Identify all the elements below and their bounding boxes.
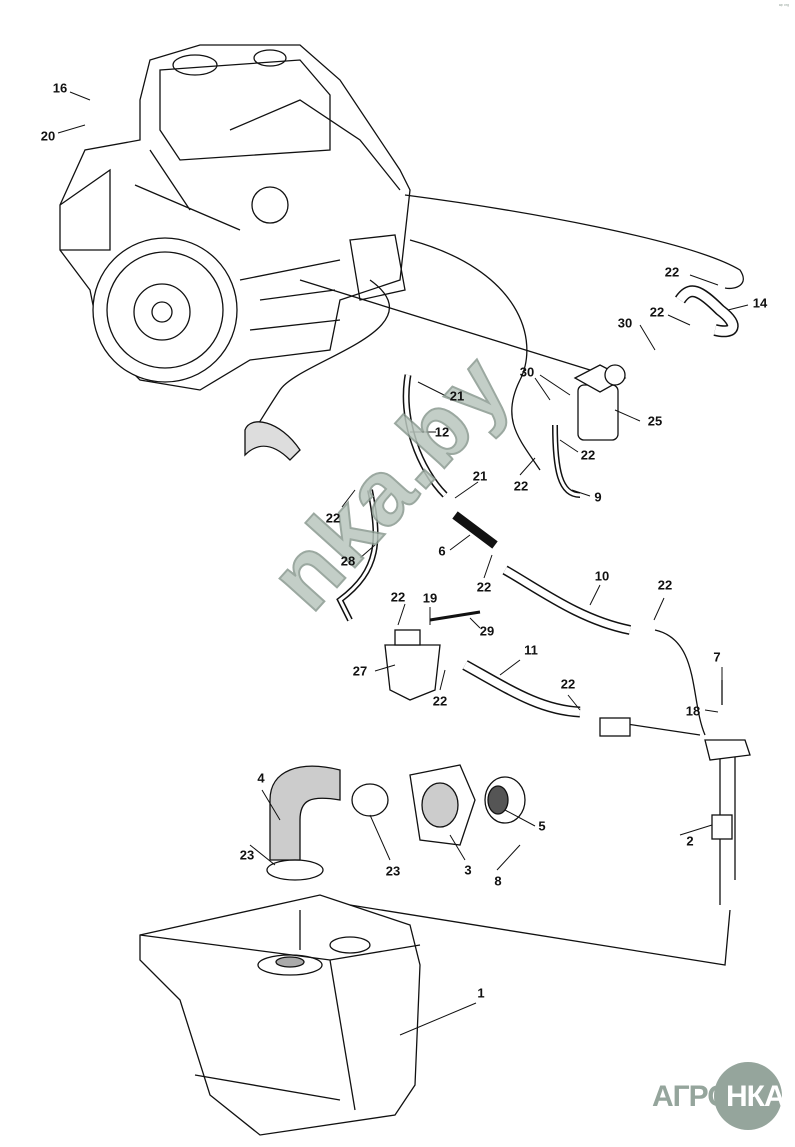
callout-22: 22 xyxy=(513,478,529,494)
callout-28: 28 xyxy=(340,553,356,569)
callout-1: 1 xyxy=(477,985,485,1001)
callout-29: 29 xyxy=(479,623,495,639)
callout-21: 21 xyxy=(472,468,488,484)
engine xyxy=(59,44,411,391)
hose-9 xyxy=(552,424,581,498)
callout-8: 8 xyxy=(494,873,502,889)
callout-6: 6 xyxy=(438,543,446,559)
callout-25: 25 xyxy=(647,413,663,429)
callout-22: 22 xyxy=(649,304,665,320)
callout-4: 4 xyxy=(257,770,265,786)
callout-22: 22 xyxy=(560,676,576,692)
agronka-logo: АГРО НКА xyxy=(652,1062,786,1130)
line xyxy=(654,629,706,736)
corner-mark: ᵃᵖ ᵒʳᵍ xyxy=(778,3,789,9)
callout-21: 21 xyxy=(449,388,465,404)
logo-circle xyxy=(714,1062,782,1130)
callout-12: 12 xyxy=(434,424,450,440)
leader-line xyxy=(409,239,541,471)
leader-line xyxy=(299,279,591,371)
callout-16: 16 xyxy=(52,80,68,96)
callout-2: 2 xyxy=(686,833,694,849)
fuel-filter-25 xyxy=(573,364,627,441)
callout-23: 23 xyxy=(239,847,255,863)
callout-7: 7 xyxy=(713,649,721,665)
callout-22: 22 xyxy=(325,510,341,526)
callout-22: 22 xyxy=(432,693,448,709)
pump-elbow xyxy=(244,421,301,461)
callout-20: 20 xyxy=(40,128,56,144)
leader-line xyxy=(134,149,241,231)
logo-text-right: НКА xyxy=(726,1080,786,1113)
callout-5: 5 xyxy=(538,818,546,834)
callout-11: 11 xyxy=(524,642,538,658)
callout-10: 10 xyxy=(594,568,610,584)
fitting-6 xyxy=(452,511,498,549)
leader-line xyxy=(299,904,731,966)
callout-30: 30 xyxy=(519,364,535,380)
callout-22: 22 xyxy=(476,579,492,595)
return-line xyxy=(404,194,744,290)
callout-22: 22 xyxy=(580,447,596,463)
callout-14: 14 xyxy=(752,295,768,311)
fuel-tank-1 xyxy=(139,894,421,1136)
callout-22: 22 xyxy=(664,264,680,280)
callout-leaders xyxy=(57,91,749,1036)
filter-27 xyxy=(384,629,441,701)
callout-18: 18 xyxy=(685,703,701,719)
filler-elbow-4 xyxy=(269,765,341,861)
clamp-23 xyxy=(351,783,389,817)
bolt-29 xyxy=(429,610,481,622)
callout-27: 27 xyxy=(352,663,368,679)
callout-22: 22 xyxy=(390,589,406,605)
logo-text-left: АГРО xyxy=(652,1080,731,1113)
callout-23: 23 xyxy=(385,863,401,879)
callout-30: 30 xyxy=(617,315,633,331)
callout-22: 22 xyxy=(657,577,673,593)
fuel-sender-2 xyxy=(599,680,751,905)
clamp-23 xyxy=(266,859,324,881)
callout-3: 3 xyxy=(464,862,472,878)
callout-19: 19 xyxy=(422,590,438,606)
callout-9: 9 xyxy=(594,489,602,505)
